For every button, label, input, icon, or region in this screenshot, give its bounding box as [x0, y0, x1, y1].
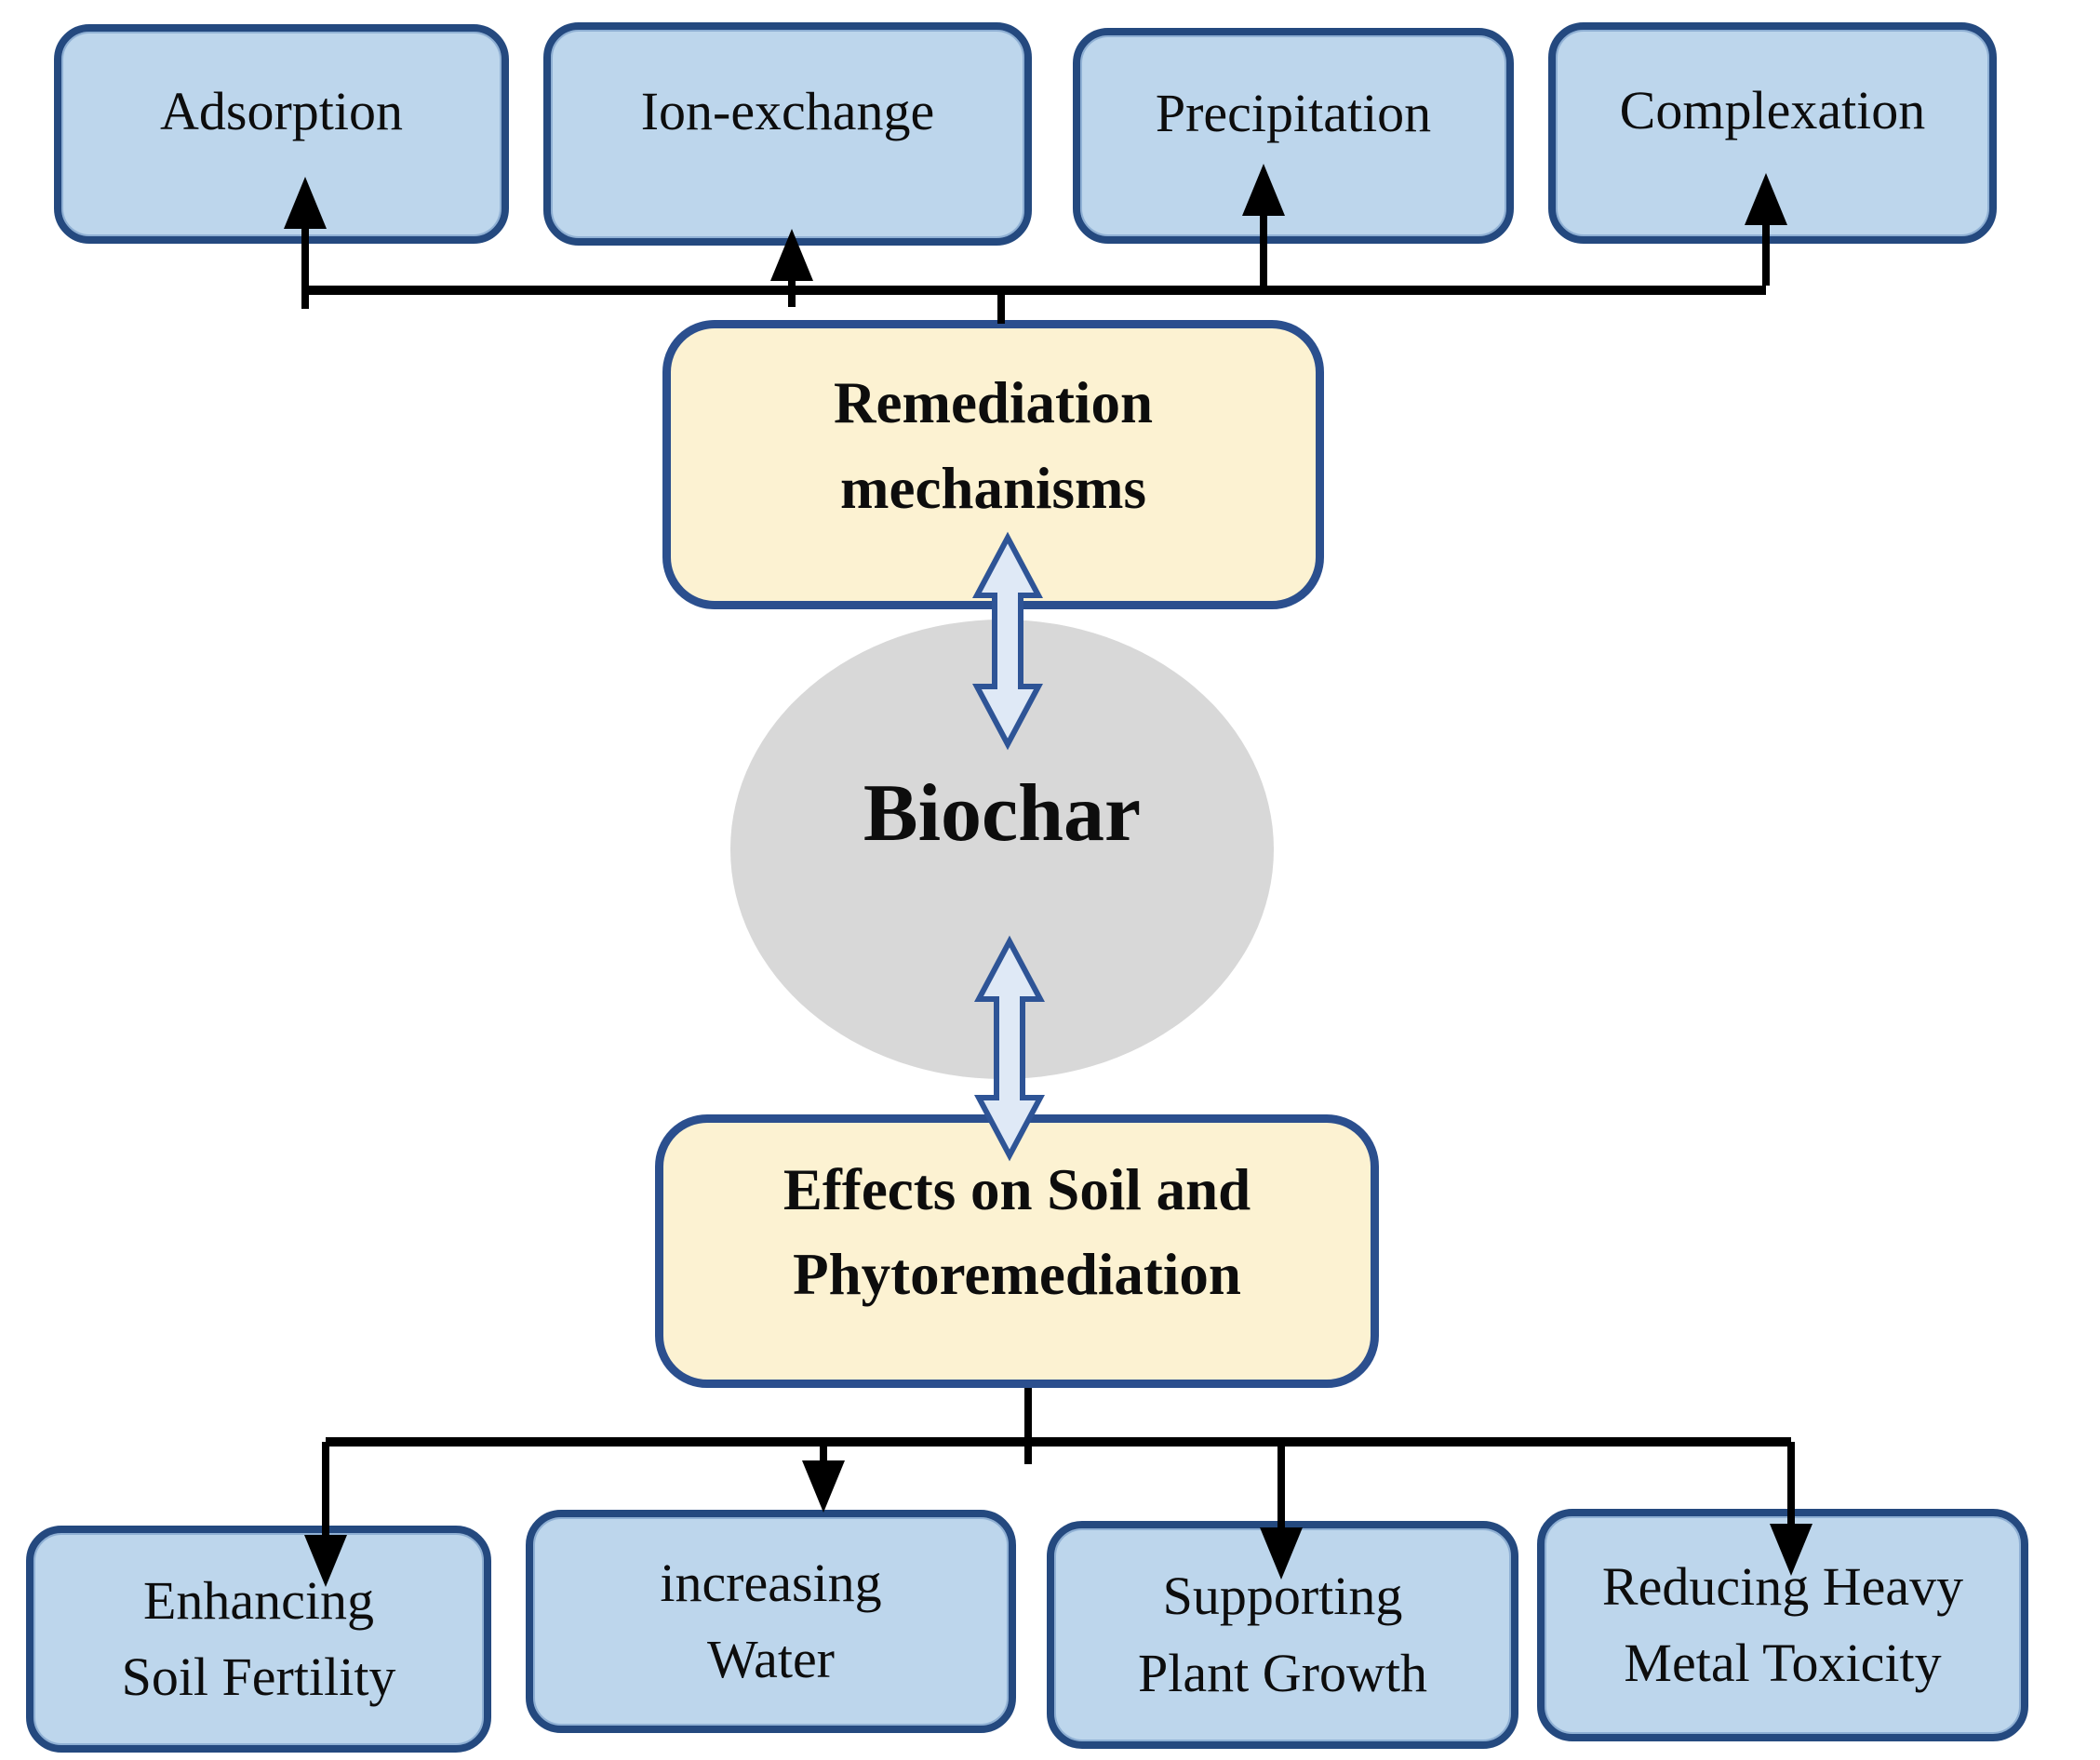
node-adsorption-label: Adsorption — [160, 81, 403, 142]
node-enhancing-soil-fertility: Enhancing Soil Fertility — [26, 1526, 491, 1753]
node-increasing-water: increasing Water — [526, 1510, 1016, 1733]
node-reducing-heavy-metal-toxicity: Reducing Heavy Metal Toxicity — [1537, 1509, 2028, 1741]
node-adsorption: Adsorption — [54, 24, 509, 244]
node-ion-exchange: Ion-exchange — [543, 22, 1032, 246]
node-enhancing-line1: Enhancing — [142, 1569, 375, 1631]
node-ion-exchange-label: Ion-exchange — [640, 81, 935, 142]
hub-effects-line2: Phytoremediation — [793, 1242, 1241, 1307]
node-reducing-line2: Metal Toxicity — [1624, 1633, 1942, 1693]
node-precipitation-label: Precipitation — [1155, 83, 1432, 144]
hub-remediation-line2: mechanisms — [840, 455, 1146, 521]
hub-remediation-mechanisms: Remediation mechanisms — [662, 320, 1324, 609]
hub-effects: Effects on Soil and Phytoremediation — [655, 1114, 1379, 1388]
hub-remediation-line1: Remediation — [834, 370, 1153, 436]
hub-effects-line1: Effects on Soil and — [782, 1156, 1251, 1222]
node-complexation-label: Complexation — [1619, 80, 1926, 141]
node-complexation: Complexation — [1548, 22, 1997, 244]
node-supporting-plant-growth: Supporting Plant Growth — [1047, 1521, 1518, 1749]
node-increasing-line2: Water — [706, 1629, 835, 1689]
node-enhancing-line2: Soil Fertility — [121, 1647, 396, 1707]
node-increasing-line1: increasing — [660, 1552, 882, 1613]
node-reducing-line1: Reducing Heavy — [1601, 1555, 1964, 1617]
node-supporting-line1: Supporting — [1162, 1566, 1403, 1627]
center-biochar-label: Biochar — [863, 767, 1142, 859]
biochar-ellipse — [730, 620, 1274, 1079]
node-supporting-line2: Plant Growth — [1138, 1642, 1427, 1703]
node-precipitation: Precipitation — [1073, 28, 1514, 244]
